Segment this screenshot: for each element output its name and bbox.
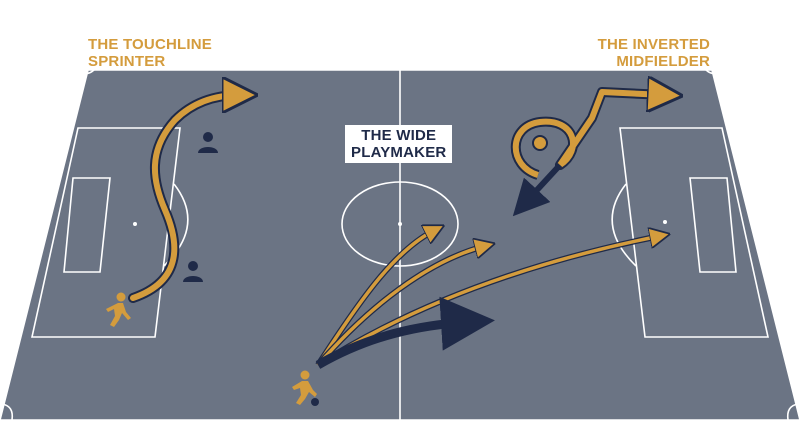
kicking-player-icon xyxy=(292,370,319,406)
defender-icon xyxy=(198,132,218,153)
touchline-sprinter-label: THE TOUCHLINE SPRINTER xyxy=(88,36,212,70)
inverted-midfielder-line2: MIDFIELDER xyxy=(616,53,710,70)
inverted-midfielder-drop-arrow xyxy=(512,162,563,217)
defender-icon xyxy=(183,261,203,282)
wide-playmaker-line1: THE WIDE xyxy=(361,127,437,144)
wide-playmaker-pass-arrows xyxy=(315,230,660,369)
touchline-sprinter-line2: SPRINTER xyxy=(88,53,166,70)
pitch-markings xyxy=(0,69,800,421)
wide-playmaker-label: THE WIDE PLAYMAKER xyxy=(345,125,453,163)
inverted-midfielder-line1: THE INVERTED xyxy=(597,36,710,53)
touchline-sprinter-line1: THE TOUCHLINE xyxy=(88,36,212,53)
wide-playmaker-line2: PLAYMAKER xyxy=(351,144,447,161)
inverted-midfielder-label: THE INVERTED MIDFIELDER xyxy=(598,36,710,70)
pitch-spots xyxy=(133,220,667,226)
running-player-icon xyxy=(106,292,131,327)
inverted-midfielder-marker xyxy=(532,135,548,151)
